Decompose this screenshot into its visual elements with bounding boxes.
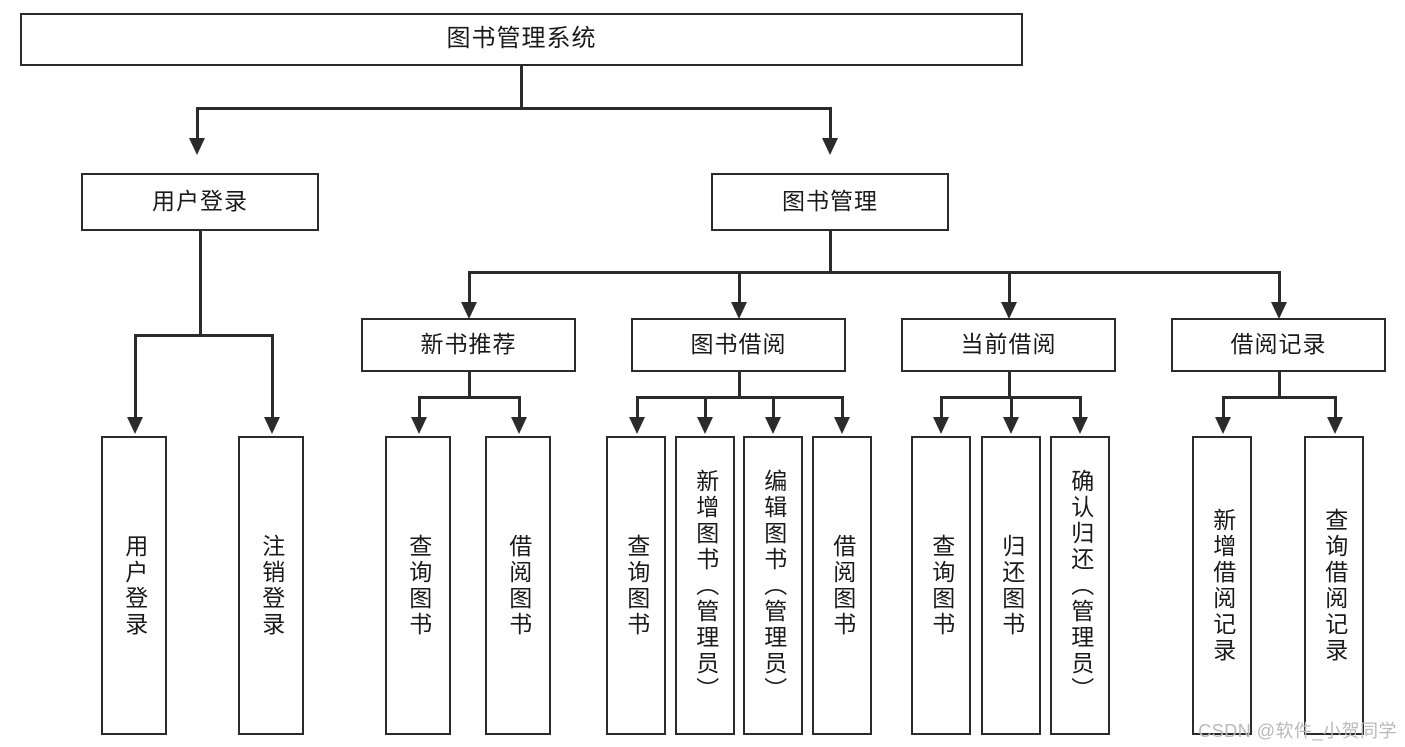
connector-user-login-drop-1 <box>134 334 137 419</box>
node-label: 确认归还（管理员） <box>1067 468 1094 703</box>
arrow-br-leaf-1 <box>1215 417 1231 434</box>
node-borrow-record[interactable]: 借阅记录 <box>1171 318 1386 372</box>
node-book-management[interactable]: 图书管理 <box>711 173 949 231</box>
node-user-login[interactable]: 用户登录 <box>81 173 319 231</box>
arrow-bb-leaf-2 <box>697 417 713 434</box>
node-label: 图书管理 <box>782 188 878 215</box>
node-label: 编辑图书（管理员） <box>760 468 787 703</box>
arrow-bm-to-new-book-recommend <box>461 302 477 319</box>
leaf-bb-borrow-book[interactable]: 借阅图书 <box>812 436 872 735</box>
connector-user-login-drop-2 <box>271 334 274 419</box>
arrow-cb-leaf-3 <box>1072 417 1088 434</box>
connector-book-management-bus <box>468 271 1280 274</box>
leaf-bb-edit-book-admin[interactable]: 编辑图书（管理员） <box>743 436 803 735</box>
node-label: 当前借阅 <box>960 331 1057 358</box>
leaf-cb-query-book[interactable]: 查询图书 <box>911 436 971 735</box>
arrow-nbr-leaf-2 <box>511 417 527 434</box>
arrow-bm-to-borrow-record <box>1271 302 1287 319</box>
connector-root-drop-left <box>196 107 199 140</box>
leaf-br-query-record[interactable]: 查询借阅记录 <box>1304 436 1364 735</box>
arrow-bb-leaf-1 <box>629 417 645 434</box>
connector-bb-drop-2 <box>704 396 707 419</box>
arrow-cb-leaf-2 <box>1003 417 1019 434</box>
arrow-bb-leaf-3 <box>765 417 781 434</box>
connector-bm-drop-4 <box>1278 271 1281 304</box>
connector-br-bus <box>1222 396 1337 399</box>
connector-bb-bus <box>636 396 844 399</box>
connector-cb-drop-3 <box>1079 396 1082 419</box>
arrow-user-login-leaf-2 <box>264 417 280 434</box>
node-label: 借阅记录 <box>1230 331 1327 358</box>
connector-book-management-stem <box>829 231 832 274</box>
node-new-book-recommend[interactable]: 新书推荐 <box>361 318 576 372</box>
connector-root-drop-right <box>829 107 832 140</box>
node-label: 借阅图书 <box>505 533 532 638</box>
connector-br-drop-2 <box>1334 396 1337 419</box>
connector-bm-drop-3 <box>1008 271 1011 304</box>
connector-bb-drop-4 <box>841 396 844 419</box>
connector-root-stem <box>520 66 523 108</box>
node-label: 图书借阅 <box>690 331 787 358</box>
node-label: 图书管理系统 <box>446 25 597 53</box>
arrow-bm-to-current-borrow <box>1001 302 1017 319</box>
node-label: 新增图书（管理员） <box>692 468 719 703</box>
leaf-cb-confirm-return-admin[interactable]: 确认归还（管理员） <box>1050 436 1110 735</box>
node-label: 注销登录 <box>258 533 285 638</box>
connector-bb-drop-1 <box>636 396 639 419</box>
connector-bm-drop-1 <box>468 271 471 304</box>
connector-nbr-drop-2 <box>518 396 521 419</box>
arrow-user-login-leaf-1 <box>127 417 143 434</box>
arrow-root-to-book-management <box>822 138 838 155</box>
node-label: 新增借阅记录 <box>1209 507 1236 664</box>
arrow-bb-leaf-4 <box>834 417 850 434</box>
node-label: 查询借阅记录 <box>1321 507 1348 664</box>
arrow-nbr-leaf-1 <box>411 417 427 434</box>
node-label: 用户登录 <box>152 188 248 215</box>
node-label: 查询图书 <box>623 533 650 638</box>
arrow-br-leaf-2 <box>1327 417 1343 434</box>
connector-cb-stem <box>1008 372 1011 398</box>
connector-br-drop-1 <box>1222 396 1225 419</box>
leaf-bb-query-book[interactable]: 查询图书 <box>606 436 666 735</box>
leaf-cb-return-book[interactable]: 归还图书 <box>981 436 1041 735</box>
node-label: 新书推荐 <box>420 331 517 358</box>
node-label: 借阅图书 <box>829 533 856 638</box>
connector-user-login-stem <box>199 231 202 336</box>
leaf-user-login-logout[interactable]: 注销登录 <box>238 436 304 735</box>
leaf-user-login-login[interactable]: 用户登录 <box>101 436 167 735</box>
connector-bb-stem <box>738 372 741 398</box>
connector-user-login-bus <box>134 334 274 337</box>
node-label: 查询图书 <box>405 533 432 638</box>
node-label: 用户登录 <box>121 533 148 638</box>
node-label: 查询图书 <box>928 533 955 638</box>
node-root-book-management-system[interactable]: 图书管理系统 <box>20 13 1023 66</box>
connector-cb-drop-2 <box>1010 396 1013 419</box>
connector-nbr-stem <box>468 372 471 398</box>
leaf-bb-add-book-admin[interactable]: 新增图书（管理员） <box>675 436 735 735</box>
connector-root-bus <box>196 107 832 110</box>
leaf-nbr-borrow-book[interactable]: 借阅图书 <box>485 436 551 735</box>
connector-cb-drop-1 <box>940 396 943 419</box>
node-current-borrow[interactable]: 当前借阅 <box>901 318 1116 372</box>
leaf-nbr-query-book[interactable]: 查询图书 <box>385 436 451 735</box>
connector-nbr-drop-1 <box>418 396 421 419</box>
connector-br-stem <box>1278 372 1281 398</box>
leaf-br-add-record[interactable]: 新增借阅记录 <box>1192 436 1252 735</box>
arrow-root-to-user-login <box>189 138 205 155</box>
arrow-bm-to-book-borrow <box>731 302 747 319</box>
connector-bm-drop-2 <box>738 271 741 304</box>
connector-nbr-bus <box>418 396 521 399</box>
node-book-borrow[interactable]: 图书借阅 <box>631 318 846 372</box>
node-label: 归还图书 <box>998 533 1025 638</box>
arrow-cb-leaf-1 <box>933 417 949 434</box>
connector-bb-drop-3 <box>772 396 775 419</box>
